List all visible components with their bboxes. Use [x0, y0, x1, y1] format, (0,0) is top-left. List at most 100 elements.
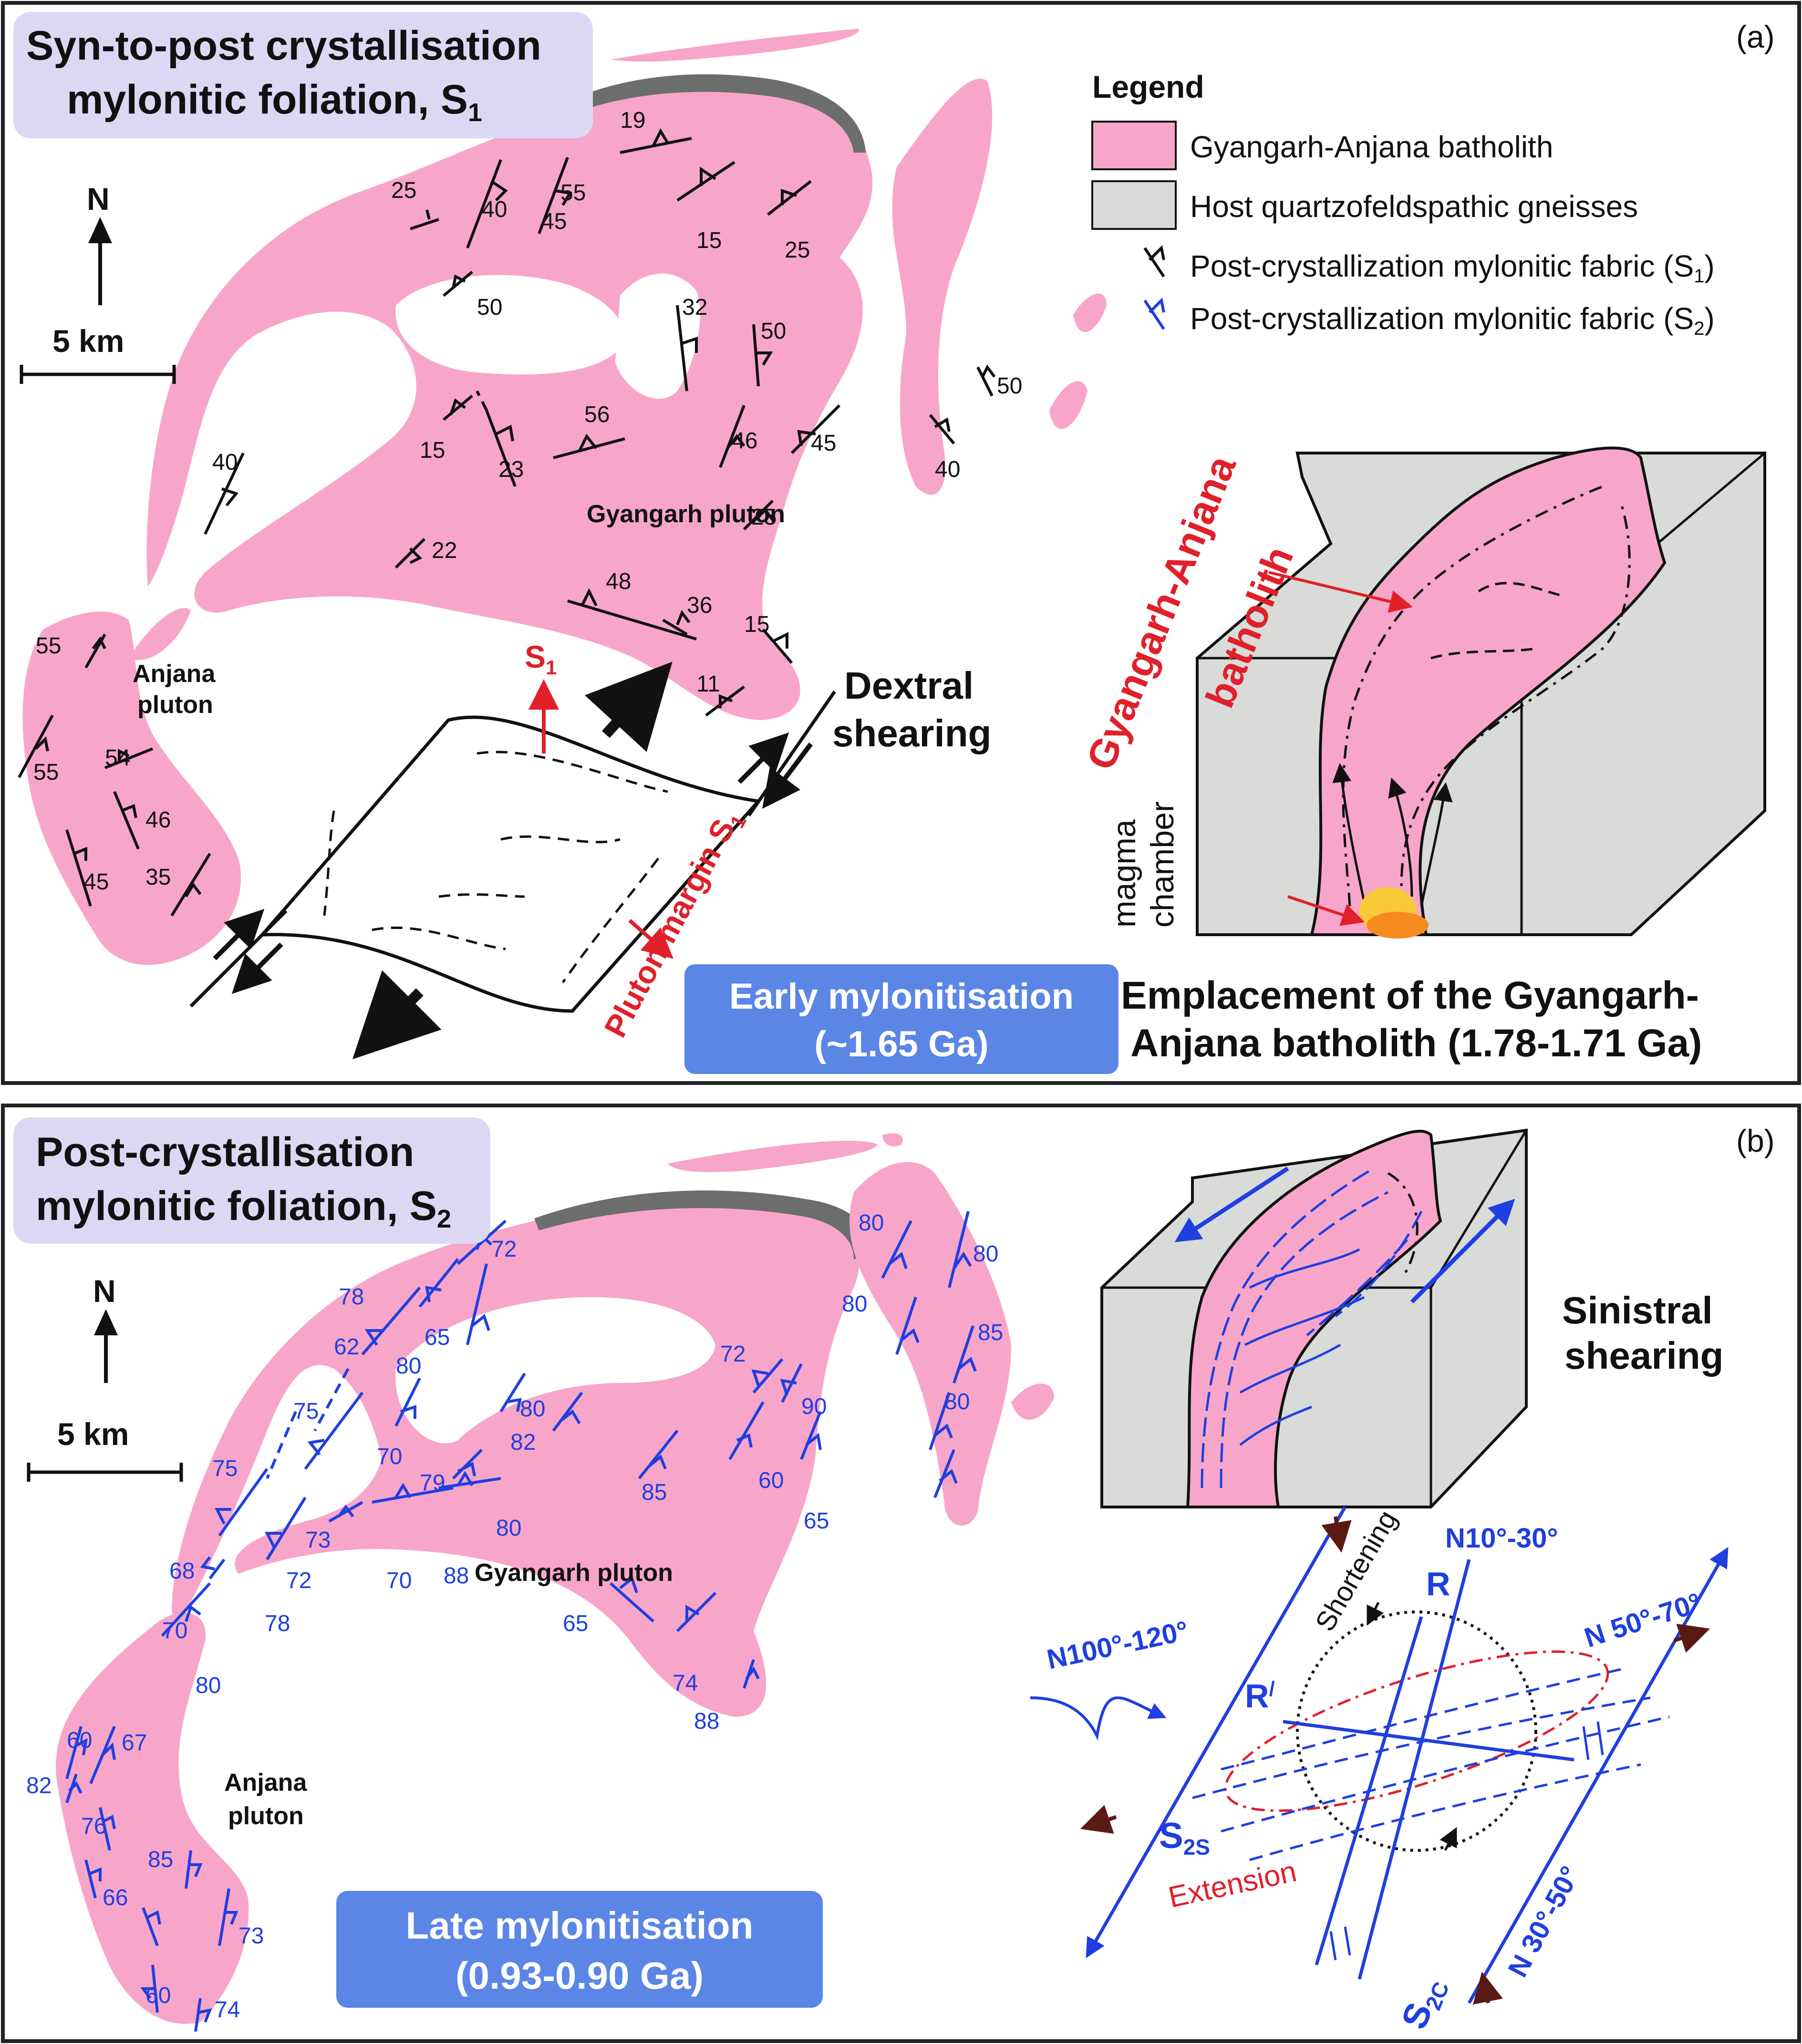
melt-orange — [1367, 912, 1429, 939]
scale-label: 5 km — [52, 323, 124, 359]
sliver-b-3 — [882, 1133, 903, 1146]
dip-label: 88 — [694, 1709, 719, 1734]
dip-label: 72 — [720, 1342, 746, 1367]
sinistral-label: shearing — [1564, 1334, 1723, 1377]
dip-label: 15 — [744, 612, 769, 637]
dip-label: 36 — [687, 593, 712, 618]
dip-label: 68 — [169, 1559, 195, 1584]
r-prime-sup: / — [1269, 1677, 1275, 1701]
s2-symbols — [65, 1211, 977, 2032]
dip-label: 80 — [496, 1516, 521, 1541]
dip-label: 60 — [758, 1468, 784, 1493]
panel-b-label: (b) — [1736, 1123, 1775, 1158]
fracture-label-r-prime: R/ — [1245, 1677, 1275, 1714]
dip-label: 54 — [105, 745, 130, 771]
dip-label: 80 — [944, 1389, 970, 1414]
stage-label: (0.93-0.90 Ga) — [456, 1954, 704, 1997]
dip-label: 11 — [696, 671, 720, 697]
dip-label: 73 — [238, 1923, 264, 1949]
north-label: N — [87, 181, 110, 217]
dip-label: 67 — [122, 1730, 147, 1755]
dip-label: 80 — [859, 1210, 884, 1236]
dip-label: 80 — [520, 1396, 545, 1422]
map-hole-b-2 — [482, 1352, 539, 1397]
legend-label: Host quartzofeldspathic gneisses — [1190, 189, 1638, 224]
title-sub: 2 — [437, 1205, 451, 1233]
sliver-ne-2 — [1073, 293, 1107, 332]
dip-label: 82 — [510, 1430, 536, 1455]
dip-label: 80 — [842, 1291, 867, 1317]
dip-label: 72 — [491, 1237, 517, 1262]
legend-text: Post-crystallization mylonitic fabric (S — [1190, 249, 1694, 283]
dip-label: 88 — [444, 1563, 469, 1589]
dip-label: 55 — [36, 633, 61, 659]
panel-b-title-box — [13, 1117, 490, 1244]
title-text: mylonitic foliation, S — [36, 1183, 437, 1229]
s2-dip-labels: 78 62 65 72 80 75 70 75 73 68 70 78 80 8… — [26, 1210, 1003, 2023]
chamber-label: chamber — [1144, 801, 1181, 928]
dip-label: 40 — [482, 197, 507, 222]
pluton-label-gyangarh: Gyangarh pluton — [475, 1559, 673, 1587]
anjana-pluton-shape-a — [22, 611, 241, 965]
dip-label: 45 — [811, 431, 836, 456]
legend-black-triangle-icon — [1143, 245, 1165, 278]
eastern-sliver-b — [849, 1162, 1011, 1526]
scale-bar-a — [20, 365, 176, 384]
s1-symbols — [18, 128, 996, 917]
dip-label: 40 — [935, 457, 960, 482]
legend-label: Post-crystallization mylonitic fabric (S… — [1190, 301, 1715, 339]
pluton-label-anjana: pluton — [137, 691, 213, 719]
s1-label: S1 — [525, 639, 557, 679]
dip-label: 70 — [377, 1444, 402, 1469]
legend-sub: 2 — [1694, 318, 1704, 339]
panel-a-map — [22, 29, 1107, 965]
panel-a-title: mylonitic foliation, S1 — [67, 77, 482, 127]
legend-swatch-host — [1091, 180, 1177, 230]
map-hole-b — [395, 1297, 715, 1444]
dip-label: 82 — [26, 1773, 52, 1798]
panel-b-title: mylonitic foliation, S2 — [36, 1183, 451, 1233]
panel-a-title-box — [13, 12, 593, 138]
north-arrow-a — [88, 217, 112, 305]
dextral-label: Dextral — [844, 664, 973, 707]
dip-label: 23 — [498, 457, 524, 482]
host-rim-b — [534, 1190, 869, 1259]
dip-label: 46 — [732, 428, 757, 454]
dip-label: 76 — [81, 1814, 106, 1839]
eastern-sliver-a — [892, 78, 993, 495]
panel-a-label: (a) — [1736, 19, 1775, 54]
panel-a-title: Syn-to-post crystallisation — [26, 23, 541, 69]
host-rim-a — [534, 74, 866, 153]
dip-label: 65 — [563, 1611, 588, 1636]
dip-label: 46 — [145, 807, 171, 833]
sinistral-label: Sinistral — [1562, 1289, 1713, 1332]
batholith-body — [1310, 446, 1667, 936]
sheared-batholith-body — [1186, 1130, 1442, 1508]
stage-label: (~1.65 Ga) — [814, 1024, 988, 1064]
north-arrow-b — [94, 1309, 118, 1383]
legend: Legend Gyangarh-Anjana batholith Host qu… — [1091, 69, 1715, 339]
dip-label: 85 — [642, 1480, 667, 1505]
legend-title: Legend — [1092, 69, 1204, 104]
panel-b-title: Post-crystallisation — [36, 1129, 414, 1175]
dextral-label: shearing — [832, 712, 991, 754]
dip-label: 55 — [33, 760, 59, 785]
pluton-label-gyangarh: Gyangarh pluton — [587, 500, 785, 528]
sliver-b-1 — [668, 1141, 878, 1172]
s1-sub: 1 — [546, 656, 557, 679]
dip-label: 60 — [67, 1728, 92, 1753]
anjana-pluton-shape-b — [55, 1612, 249, 2024]
legend-label: Gyangarh-Anjana batholith — [1190, 130, 1553, 164]
dip-label: 65 — [804, 1508, 829, 1534]
stage-label: Late mylonitisation — [406, 1904, 754, 1947]
dip-label: 62 — [334, 1334, 359, 1360]
pluton-label-anjana: Anjana — [224, 1769, 307, 1796]
legend-tail: ) — [1705, 249, 1715, 283]
dip-label: 80 — [973, 1241, 998, 1267]
s2s-sub: 2S — [1183, 1835, 1210, 1859]
s1-dip-labels: 19 25 40 55 45 15 25 50 32 50 50 40 56 1… — [33, 108, 1022, 895]
gyangarh-pluton-shape-a — [146, 79, 873, 720]
pluton-label-anjana: Anjana — [133, 660, 216, 688]
dip-label: 50 — [477, 295, 502, 320]
